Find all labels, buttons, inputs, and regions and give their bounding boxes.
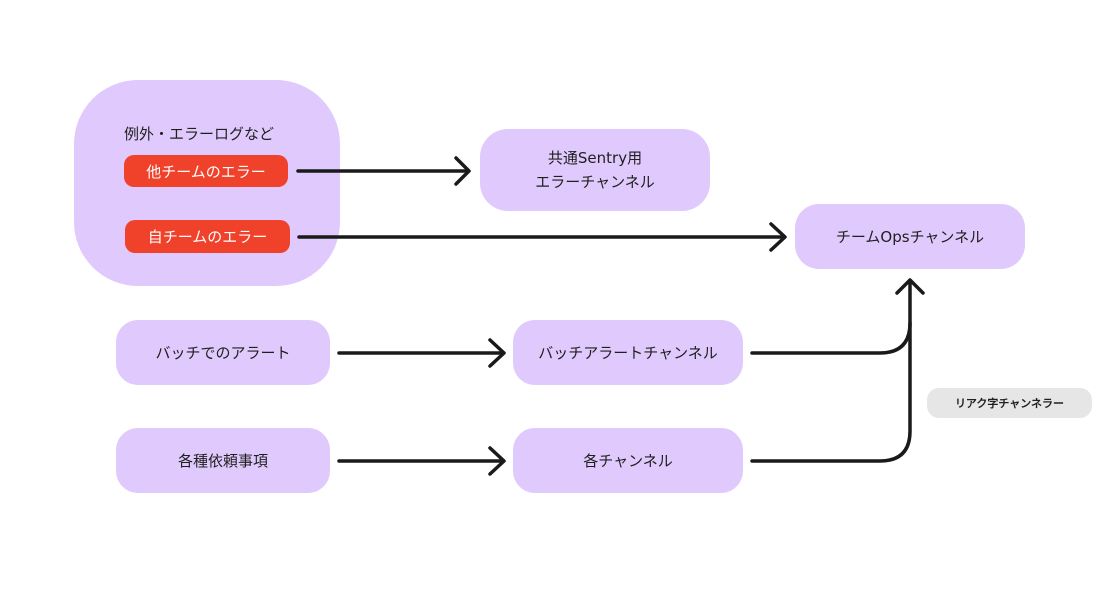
sentry-channel-label-line2: エラーチャンネル — [535, 173, 655, 191]
arrowhead-batch-channel-icon — [488, 338, 506, 368]
misc-requests-node: 各種依頼事項 — [116, 428, 330, 493]
arrowhead-ops-up-icon — [895, 278, 925, 295]
batch-alerts-label: バッチでのアラート — [155, 343, 291, 362]
arrow-batch-channel-to-ops — [750, 321, 912, 355]
each-channel-node: 各チャンネル — [513, 428, 743, 493]
arrow-each-channel-to-ops — [750, 280, 912, 463]
error-log-group-title: 例外・エラーログなど — [124, 125, 275, 143]
misc-requests-label: 各種依頼事項 — [177, 451, 268, 470]
reaction-tag: リアク字チャンネラー — [927, 388, 1092, 418]
each-channel-label: 各チャンネル — [583, 451, 673, 470]
batch-alert-channel-node: バッチアラートチャンネル — [513, 320, 743, 385]
batch-alerts-node: バッチでのアラート — [116, 320, 330, 385]
sentry-error-channel-node: 共通Sentry用 エラーチャンネル — [480, 129, 710, 211]
team-ops-channel-label: チームOpsチャンネル — [835, 227, 985, 246]
arrowhead-each-channel-icon — [488, 446, 506, 476]
team-ops-channel-node: チームOpsチャンネル — [795, 204, 1025, 269]
arrowhead-ops-icon — [769, 222, 787, 252]
arrowhead-sentry-icon — [454, 156, 471, 186]
other-team-errors-pill: 他チームのエラー — [124, 155, 288, 187]
sentry-channel-label-line1: 共通Sentry用 — [547, 149, 643, 167]
batch-alert-channel-label: バッチアラートチャンネル — [538, 343, 718, 362]
own-team-errors-pill: 自チームのエラー — [125, 220, 290, 253]
